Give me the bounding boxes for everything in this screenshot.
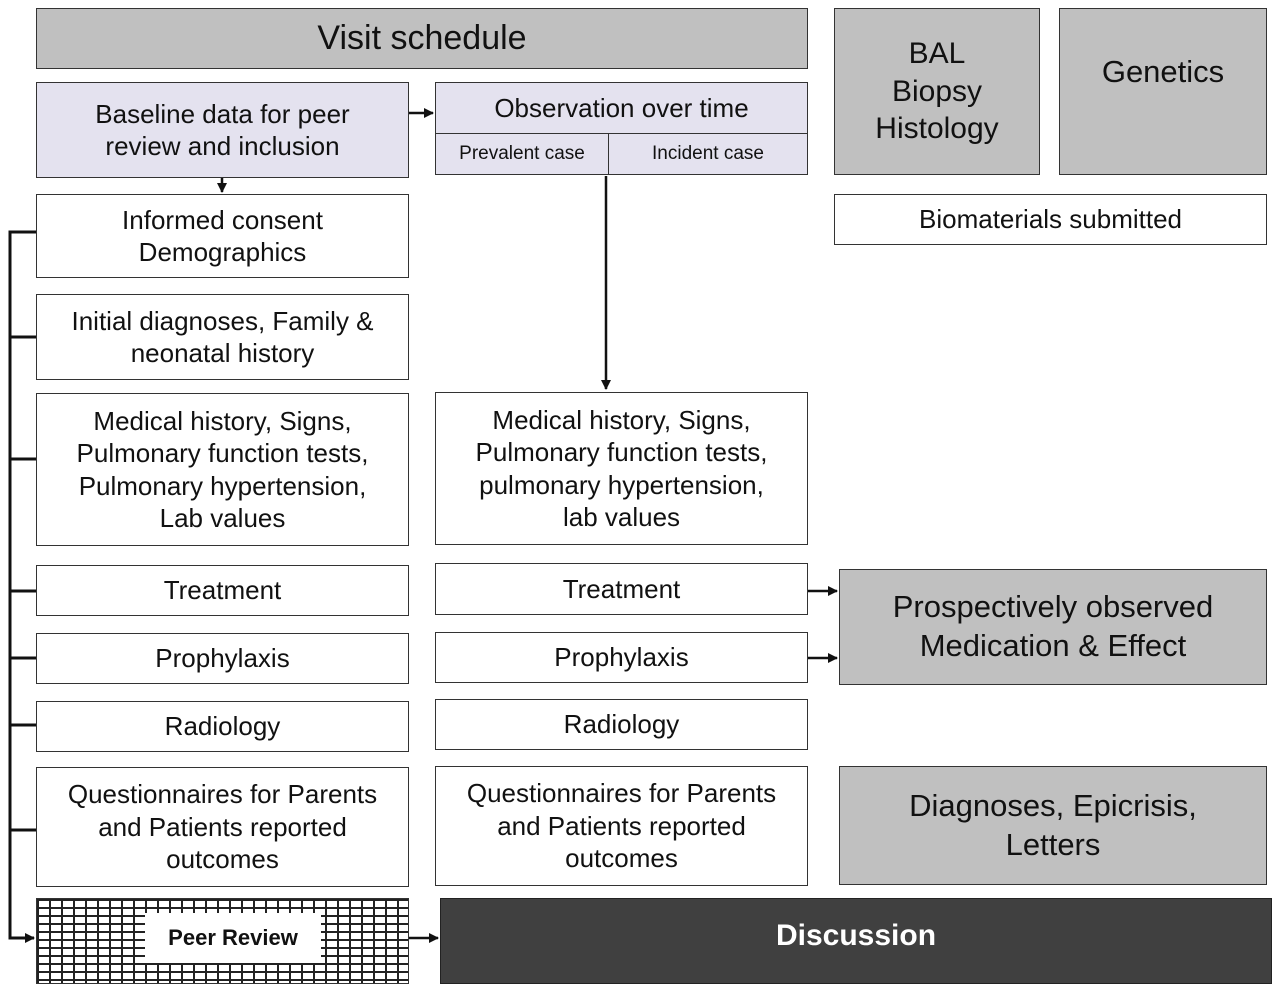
prevalent-case-box: Prevalent case (435, 133, 609, 175)
incident-case-box: Incident case (608, 133, 808, 175)
prophylaxis-right-box: Prophylaxis (435, 632, 808, 683)
biomaterials-submitted-box: Biomaterials submitted (834, 194, 1267, 245)
genetics-box: Genetics (1059, 8, 1267, 175)
prophylaxis-left-box: Prophylaxis (36, 633, 409, 684)
visit-schedule-header: Visit schedule (36, 8, 808, 69)
baseline-data-box: Baseline data for peer review and inclus… (36, 82, 409, 178)
bal-biopsy-histology-box: BAL Biopsy Histology (834, 8, 1040, 175)
radiology-right-box: Radiology (435, 699, 808, 750)
initial-diagnoses-box: Initial diagnoses, Family & neonatal his… (36, 294, 409, 380)
questionnaires-left-box: Questionnaires for Parents and Patients … (36, 767, 409, 887)
diagnoses-epicrisis-box: Diagnoses, Epicrisis, Letters (839, 766, 1267, 885)
treatment-left-box: Treatment (36, 565, 409, 616)
treatment-right-box: Treatment (435, 563, 808, 615)
peer-review-label: Peer Review (145, 913, 321, 963)
questionnaires-right-box: Questionnaires for Parents and Patients … (435, 766, 808, 886)
informed-consent-box: Informed consent Demographics (36, 194, 409, 278)
radiology-left-box: Radiology (36, 701, 409, 752)
discussion-box: Discussion (440, 898, 1272, 984)
medical-history-left-box: Medical history, Signs, Pulmonary functi… (36, 393, 409, 546)
prospectively-observed-box: Prospectively observed Medication & Effe… (839, 569, 1267, 685)
medical-history-right-box: Medical history, Signs, Pulmonary functi… (435, 392, 808, 545)
